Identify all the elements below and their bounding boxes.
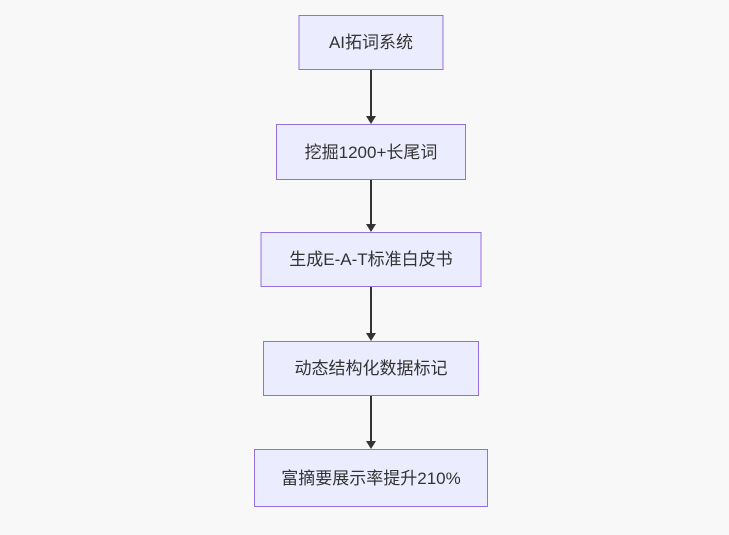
node-label: 生成E-A-T标准白皮书 [289, 250, 453, 269]
flow-node-rich-snippet-rate-increase: 富摘要展示率提升210% [254, 449, 488, 507]
flow-edge-3-4 [366, 287, 376, 341]
arrow-line [370, 70, 372, 116]
flow-node-ai-word-expansion-system: AI拓词系统 [298, 15, 444, 70]
flow-edge-4-5 [366, 396, 376, 449]
arrow-line [370, 287, 372, 333]
node-label: AI拓词系统 [328, 33, 414, 52]
flow-node-dynamic-structured-data-markup: 动态结构化数据标记 [263, 341, 479, 396]
arrow-line [370, 396, 372, 441]
node-label: 动态结构化数据标记 [294, 359, 448, 378]
arrow-line [370, 180, 372, 224]
flow-edge-2-3 [366, 180, 376, 232]
flow-node-mine-longtail-keywords: 挖掘1200+长尾词 [276, 124, 466, 180]
arrow-head-icon [366, 333, 376, 341]
flow-edge-1-2 [366, 70, 376, 124]
arrow-head-icon [366, 224, 376, 232]
arrow-head-icon [366, 116, 376, 124]
node-label: 挖掘1200+长尾词 [304, 142, 438, 162]
node-label: 富摘要展示率提升210% [281, 468, 461, 488]
flow-node-generate-eat-whitepaper: 生成E-A-T标准白皮书 [260, 232, 482, 287]
arrow-head-icon [366, 441, 376, 449]
